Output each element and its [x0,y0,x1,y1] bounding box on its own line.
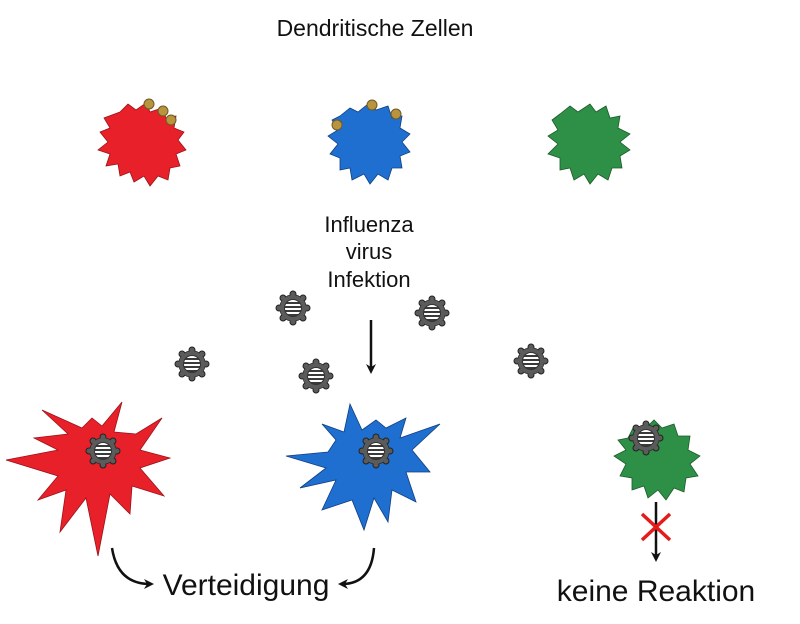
green-cell-resting [547,103,631,185]
virus-particle-icon [275,290,311,326]
title: Dendritische Zellen [277,15,474,41]
virus-particle-icon [628,420,664,456]
defense-arrow-left-icon [110,547,154,589]
no-reaction-label: keine Reaktion [557,575,755,608]
red-x-icon [640,512,672,542]
red-cell-activated [5,401,172,557]
surface-receptors [143,98,402,131]
defense-label: Verteidigung [163,569,330,602]
defense-arrow-right-icon [338,547,376,589]
blue-cell-resting [327,103,411,185]
blue-cell-activated [285,402,441,532]
infection-label-line-1: Influenza [324,212,414,237]
virus-particle-icon [513,343,549,379]
virus-particle-icon [85,433,121,469]
virus-particle-icon [174,346,210,382]
infection-label-line-3: Infektion [327,267,410,292]
virus-particle-icon [298,358,334,394]
virus-particle-icon [358,433,394,469]
infection-label-line-2: virus [346,239,392,264]
virus-particle-icon [414,295,450,331]
infection-label: Influenza virus Infektion [324,212,414,292]
